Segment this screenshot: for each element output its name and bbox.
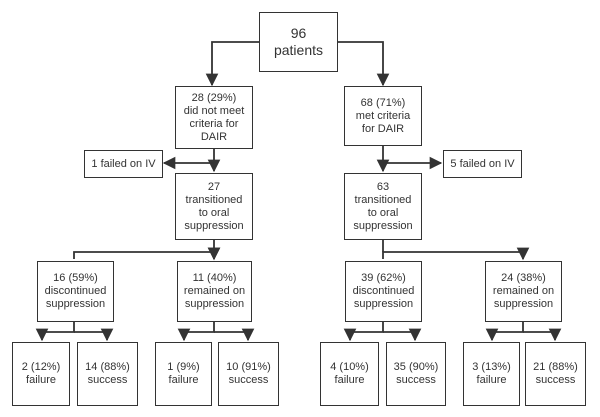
node-left-remained: 11 (40%) remained on suppression xyxy=(177,261,252,322)
node-left-failed-on-iv: 1 failed on IV xyxy=(84,150,163,178)
node-root-patients: 96 patients xyxy=(259,12,338,72)
node-right-discontinued: 39 (62%) discontinued suppression xyxy=(345,261,422,322)
node-rl-failure: 4 (10%) failure xyxy=(320,342,379,406)
connector-ll-failure xyxy=(35,322,75,342)
node-left-discontinued: 16 (59%) discontinued suppression xyxy=(37,261,114,322)
connector-lr-failure xyxy=(177,322,215,342)
node-rl-success: 35 (90%) success xyxy=(386,342,446,406)
node-right-failed-on-iv: 5 failed on IV xyxy=(443,150,522,178)
connector-right-oral-split xyxy=(382,247,530,261)
node-rr-success: 21 (88%) success xyxy=(525,342,586,406)
connector-root-right xyxy=(338,41,390,87)
node-ll-failure: 2 (12%) failure xyxy=(12,342,70,406)
node-left-transitioned-oral: 27 transitioned to oral suppression xyxy=(175,173,253,240)
node-right-remained: 24 (38%) remained on suppression xyxy=(485,261,562,322)
connector-lr-success xyxy=(214,328,255,342)
node-rr-failure: 3 (13%) failure xyxy=(463,342,520,406)
connector-root-left xyxy=(205,41,259,87)
connector-rl-failure xyxy=(343,322,384,342)
node-lr-success: 10 (91%) success xyxy=(218,342,279,406)
node-ll-success: 14 (88%) success xyxy=(77,342,138,406)
connector-rl-success xyxy=(383,328,422,342)
connector-left-oral-split xyxy=(73,240,214,259)
node-met-criteria: 68 (71%) met criteria for DAIR xyxy=(344,86,422,146)
connector-rr-success xyxy=(523,328,562,342)
node-right-transitioned-oral: 63 transitioned to oral suppression xyxy=(344,173,422,240)
connector-ll-success xyxy=(74,328,114,342)
node-lr-failure: 1 (9%) failure xyxy=(155,342,212,406)
connector-rr-failure xyxy=(485,322,524,342)
node-did-not-meet-criteria: 28 (29%) did not meet criteria for DAIR xyxy=(175,86,253,149)
